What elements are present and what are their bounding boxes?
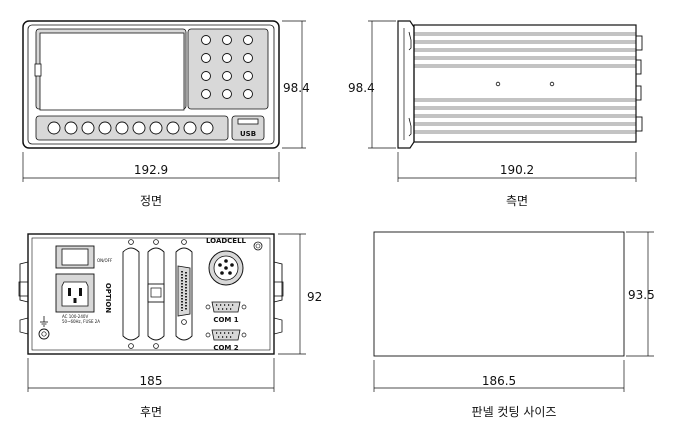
heatsink-fins	[414, 32, 636, 134]
side-height-dimension: 98.4	[348, 81, 375, 95]
front-height-dimension: 98.4	[283, 81, 310, 95]
display-screen	[39, 32, 185, 111]
front-bezel	[22, 20, 280, 149]
com1-label: COM 1	[213, 316, 238, 324]
rear-width-dimension: 185	[140, 374, 163, 388]
side-view-caption: 측면	[506, 194, 528, 208]
rear-view: ON/OFF AC 100-240V 50~60Hz, FUSE 2A OPTI…	[18, 233, 322, 419]
dsub25-connector	[177, 265, 191, 317]
rear-view-caption: 후면	[140, 405, 162, 419]
front-view-caption: 정면	[140, 194, 162, 208]
com2-label: COM 2	[213, 344, 238, 352]
com1-port	[211, 301, 241, 313]
keypad-buttons	[201, 35, 253, 99]
panel-width-dimension: 186.5	[482, 374, 516, 388]
usb-label: USB	[240, 130, 256, 138]
panel-cutout-outline	[373, 231, 625, 357]
power-spec-line2: 50~60Hz, FUSE 2A	[62, 319, 100, 324]
keypad-panel	[187, 28, 269, 110]
side-housing	[413, 24, 637, 143]
power-spec-line1: AC 100-240V	[62, 314, 88, 319]
panel-height-dimension: 93.5	[628, 288, 655, 302]
side-width-dimension: 190.2	[500, 163, 534, 177]
function-key-strip	[35, 115, 229, 141]
rj45-port	[147, 283, 165, 303]
front-width-dimension: 192.9	[134, 163, 168, 177]
function-keys	[47, 121, 214, 135]
option-slot	[122, 247, 140, 341]
option-label: OPTION	[104, 283, 112, 313]
rear-height-dimension: 92	[307, 290, 322, 304]
loadcell-label: LOADCELL	[206, 237, 247, 245]
side-view: 190.2 98.4 측면	[348, 20, 643, 208]
com2-port	[211, 329, 241, 341]
front-view: USB 192.9 98.4 정면	[22, 20, 310, 208]
onoff-label: ON/OFF	[97, 258, 113, 263]
panel-cut-view: 186.5 93.5 판넬 컷팅 사이즈	[373, 231, 655, 419]
panel-cut-caption: 판넬 컷팅 사이즈	[472, 405, 557, 419]
side-bezel	[397, 20, 415, 149]
